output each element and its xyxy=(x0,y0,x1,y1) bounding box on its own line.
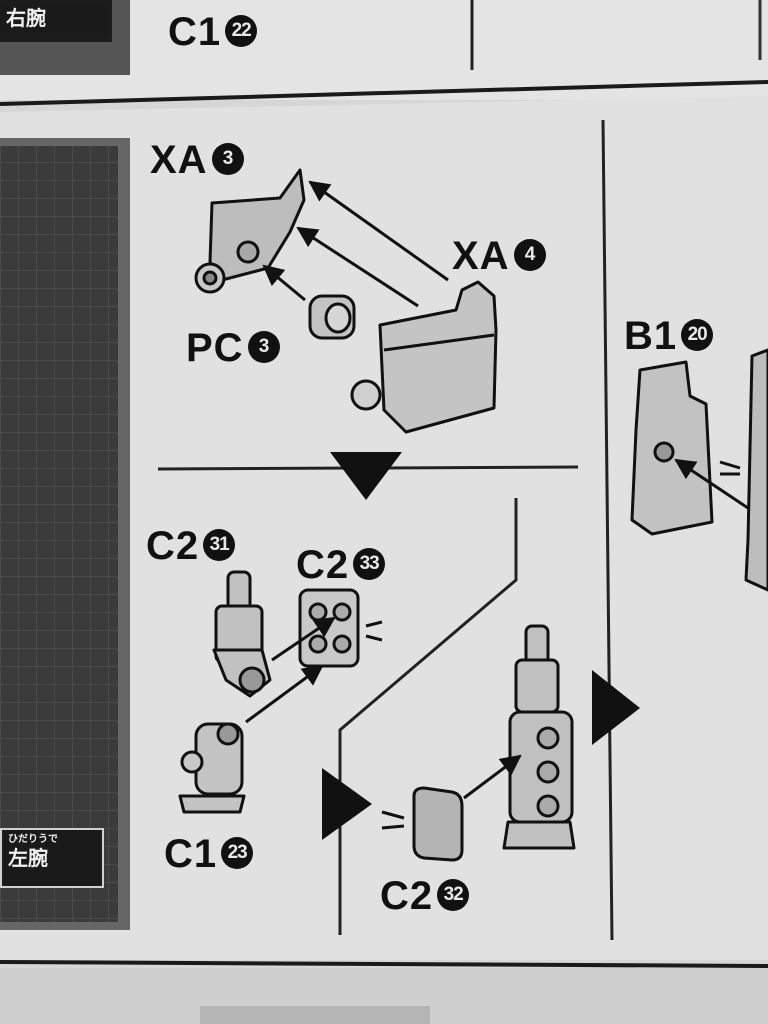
bottom-strip xyxy=(0,968,768,1024)
arrows-upper xyxy=(262,180,449,308)
part-number: 32 xyxy=(437,879,470,912)
part-assembled-column xyxy=(502,624,576,850)
divider-diagonal xyxy=(338,498,518,935)
part-number: 31 xyxy=(203,529,236,562)
part-xa3-drawing xyxy=(194,168,306,294)
part-number: 3 xyxy=(211,143,244,176)
part-c2-31-drawing xyxy=(212,570,272,698)
part-code: PC xyxy=(186,326,244,370)
part-code: B1 xyxy=(624,314,678,358)
part-c1-23-drawing xyxy=(178,722,246,814)
part-c2-33-drawing xyxy=(298,588,383,668)
right-triangle-b xyxy=(592,670,640,745)
top-side-label-text: 右腕 xyxy=(6,6,46,30)
part-number: 3 xyxy=(247,331,280,364)
part-c2-32-drawing xyxy=(381,786,464,862)
part-b1-20-drawing xyxy=(630,348,768,592)
right-triangle-a xyxy=(322,768,372,840)
part-number: 33 xyxy=(353,548,386,581)
part-code: C2 xyxy=(380,874,434,918)
top-panel xyxy=(0,0,768,106)
arrows-lower xyxy=(245,616,522,800)
main-panel xyxy=(0,96,768,968)
part-code: C2 xyxy=(296,543,350,587)
part-number: 4 xyxy=(513,239,546,272)
left-arm-ruby: ひだりうで xyxy=(8,834,58,845)
down-triangle xyxy=(330,452,402,500)
part-pc3-drawing xyxy=(308,294,356,340)
part-number: 22 xyxy=(225,15,258,48)
part-code: C2 xyxy=(146,524,200,568)
part-code: C1 xyxy=(164,832,218,876)
part-code: C1 xyxy=(168,10,222,54)
divider-right xyxy=(601,119,614,941)
left-arm-label: ひだりうで 左腕 xyxy=(0,828,104,888)
part-number: 23 xyxy=(221,837,254,870)
part-code: XA xyxy=(150,138,208,182)
part-code: XA xyxy=(452,234,510,278)
part-number: 20 xyxy=(681,319,714,352)
left-arm-text: 左腕 xyxy=(8,846,48,870)
top-side-label: 右腕 xyxy=(0,6,110,36)
part-xa4-drawing xyxy=(350,280,498,434)
